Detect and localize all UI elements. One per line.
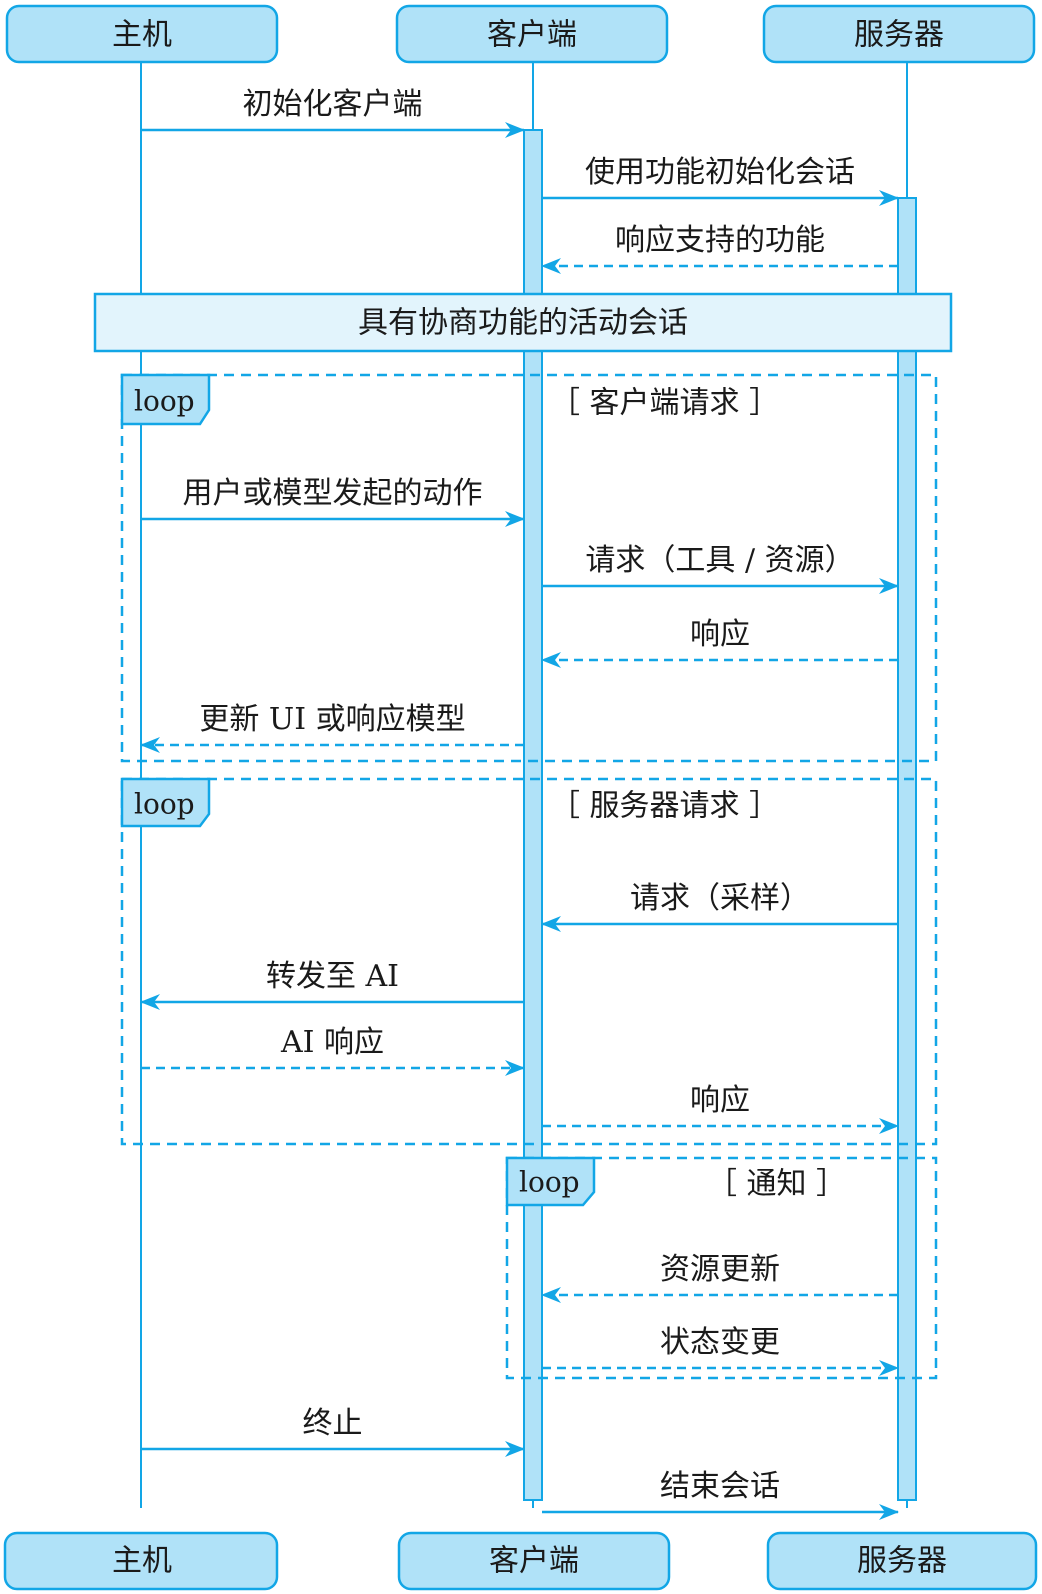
message-m5: 请求（工具 / 资源） bbox=[542, 543, 899, 594]
message-m3: 响应支持的功能 bbox=[541, 223, 898, 274]
loop-guard: ［ 服务器请求 ］ bbox=[550, 789, 779, 824]
message-m1: 初始化客户端 bbox=[141, 87, 525, 138]
message-label: 转发至 AI bbox=[266, 959, 399, 994]
loop-frame-border bbox=[120, 373, 938, 763]
message-label: 更新 UI 或响应模型 bbox=[199, 702, 465, 737]
actor-label: 主机 bbox=[112, 1544, 172, 1579]
message-m10: AI 响应 bbox=[141, 1025, 525, 1076]
loop-keyword: loop bbox=[134, 385, 195, 418]
message-label: AI 响应 bbox=[280, 1025, 384, 1060]
message-label: 结束会话 bbox=[660, 1469, 780, 1504]
message-m15: 结束会话 bbox=[542, 1469, 899, 1520]
message-label: 请求（采样） bbox=[630, 881, 810, 916]
actor-box[interactable] bbox=[762, 4, 1036, 64]
activation-server bbox=[897, 197, 917, 1501]
note-label: 具有协商功能的活动会话 bbox=[358, 306, 688, 341]
message-label: 用户或模型发起的动作 bbox=[183, 476, 483, 511]
actor-label: 客户端 bbox=[489, 1544, 579, 1579]
actor-box[interactable] bbox=[397, 1531, 671, 1591]
message-label: 终止 bbox=[303, 1406, 363, 1441]
actor-label: 客户端 bbox=[487, 18, 577, 53]
message-m9: 转发至 AI bbox=[140, 959, 524, 1010]
loop-frame-server-requests: loop ［ 服务器请求 ］ bbox=[120, 777, 938, 1146]
actor-box[interactable] bbox=[5, 4, 279, 64]
message-label: 初始化客户端 bbox=[243, 87, 423, 122]
message-label: 状态变更 bbox=[660, 1325, 780, 1360]
message-m2: 使用功能初始化会话 bbox=[542, 155, 899, 206]
message-label: 响应 bbox=[690, 1083, 750, 1118]
message-m14: 终止 bbox=[141, 1406, 525, 1457]
actor-label: 服务器 bbox=[857, 1544, 947, 1579]
actor-server-bottom[interactable]: 服务器 bbox=[766, 1531, 1038, 1591]
message-label: 响应 bbox=[690, 617, 750, 652]
message-label: 请求（工具 / 资源） bbox=[585, 543, 854, 578]
loop-frame-border bbox=[120, 777, 938, 1146]
actor-label: 服务器 bbox=[854, 18, 944, 53]
actors-bottom: 主机 客户端 服务器 bbox=[3, 1531, 1038, 1591]
message-m11: 响应 bbox=[542, 1083, 899, 1134]
message-m12: 资源更新 bbox=[541, 1252, 898, 1303]
note-box bbox=[93, 292, 953, 353]
loop-guard: ［ 通知 ］ bbox=[707, 1167, 846, 1202]
actor-host-top[interactable]: 主机 bbox=[5, 4, 279, 64]
actor-server-top[interactable]: 服务器 bbox=[762, 4, 1036, 64]
actor-client-top[interactable]: 客户端 bbox=[395, 4, 669, 64]
message-m7: 更新 UI 或响应模型 bbox=[140, 702, 524, 753]
message-label: 资源更新 bbox=[660, 1252, 780, 1287]
actor-box[interactable] bbox=[395, 4, 669, 64]
loop-keyword: loop bbox=[519, 1166, 580, 1199]
actor-box[interactable] bbox=[766, 1531, 1038, 1591]
loop-frame-notifications: loop ［ 通知 ］ bbox=[505, 1156, 938, 1380]
loop-label-tab bbox=[505, 1156, 596, 1207]
actors-top: 主机 客户端 服务器 bbox=[5, 4, 1036, 64]
message-m13: 状态变更 bbox=[542, 1325, 899, 1376]
loop-label-tab bbox=[120, 373, 211, 426]
message-m6: 响应 bbox=[541, 617, 898, 668]
actor-box[interactable] bbox=[3, 1531, 279, 1591]
loop-frame-client-requests: loop ［ 客户端请求 ］ bbox=[120, 373, 938, 763]
actor-client-bottom[interactable]: 客户端 bbox=[397, 1531, 671, 1591]
actor-label: 主机 bbox=[112, 18, 172, 53]
loop-label-tab bbox=[120, 777, 211, 828]
actor-host-bottom[interactable]: 主机 bbox=[3, 1531, 279, 1591]
message-m4: 用户或模型发起的动作 bbox=[141, 476, 525, 527]
loop-guard: ［ 客户端请求 ］ bbox=[550, 386, 779, 421]
message-label: 使用功能初始化会话 bbox=[585, 155, 855, 190]
message-label: 响应支持的功能 bbox=[615, 223, 825, 258]
note-active-session: 具有协商功能的活动会话 bbox=[93, 292, 953, 353]
message-m8: 请求（采样） bbox=[541, 881, 898, 932]
loop-keyword: loop bbox=[134, 788, 195, 821]
